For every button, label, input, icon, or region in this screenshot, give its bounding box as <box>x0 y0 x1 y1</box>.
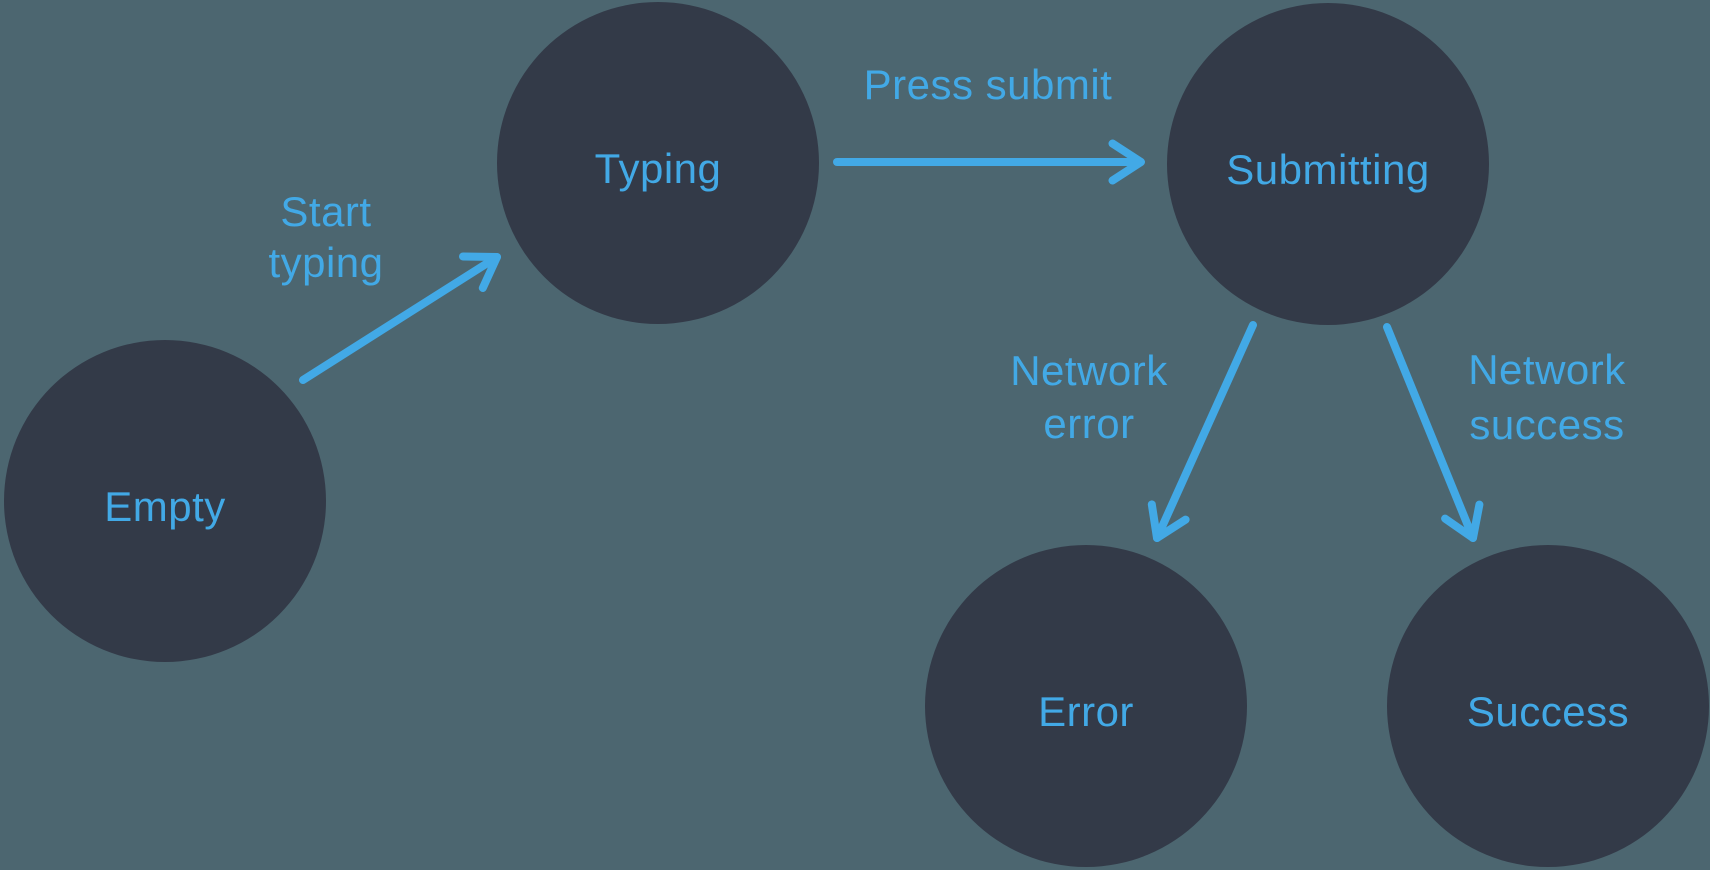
transition-label-start-typing-line-1: Start <box>280 188 371 235</box>
state-node-error-circle <box>925 545 1247 867</box>
state-node-empty-label: Empty <box>104 483 226 530</box>
transition-label-network-error-line-1: Network <box>1010 347 1168 394</box>
state-node-success-label: Success <box>1467 688 1629 735</box>
arrow-line <box>1153 321 1257 542</box>
transition-arrow-press-submit <box>833 139 1145 185</box>
state-node-empty: Empty <box>4 340 326 662</box>
state-node-error-label: Error <box>1038 688 1134 735</box>
state-node-typing-circle <box>497 2 819 324</box>
state-node-empty-circle <box>4 340 326 662</box>
state-node-error: Error <box>925 545 1247 867</box>
state-node-submitting: Submitting <box>1167 3 1489 325</box>
arrow-line <box>1383 323 1477 542</box>
state-node-submitting-circle <box>1167 3 1489 325</box>
arrow-line <box>299 253 501 384</box>
transition-arrow-start-typing <box>299 252 501 384</box>
arrow-head-icon <box>459 252 501 292</box>
transition-label-network-success-line-1: Network <box>1468 346 1626 393</box>
transition-label-press-submit: Press submit <box>864 61 1113 108</box>
state-node-typing: Typing <box>497 2 819 324</box>
transition-arrow-network-error <box>1147 321 1257 542</box>
state-node-typing-label: Typing <box>595 145 722 192</box>
arrow-head-icon <box>1441 500 1484 542</box>
transition-label-network-success-line-2: success <box>1469 401 1624 448</box>
state-node-submitting-label: Submitting <box>1226 146 1429 193</box>
transition-arrow-network-success <box>1383 323 1484 542</box>
arrow-head-icon <box>1147 500 1190 542</box>
state-node-success-circle <box>1387 545 1709 867</box>
transition-label-network-error-line-2: error <box>1043 400 1134 447</box>
arrow-head-icon <box>1108 139 1145 185</box>
state-node-success: Success <box>1387 545 1709 867</box>
transition-label-start-typing-line-2: typing <box>268 239 383 286</box>
